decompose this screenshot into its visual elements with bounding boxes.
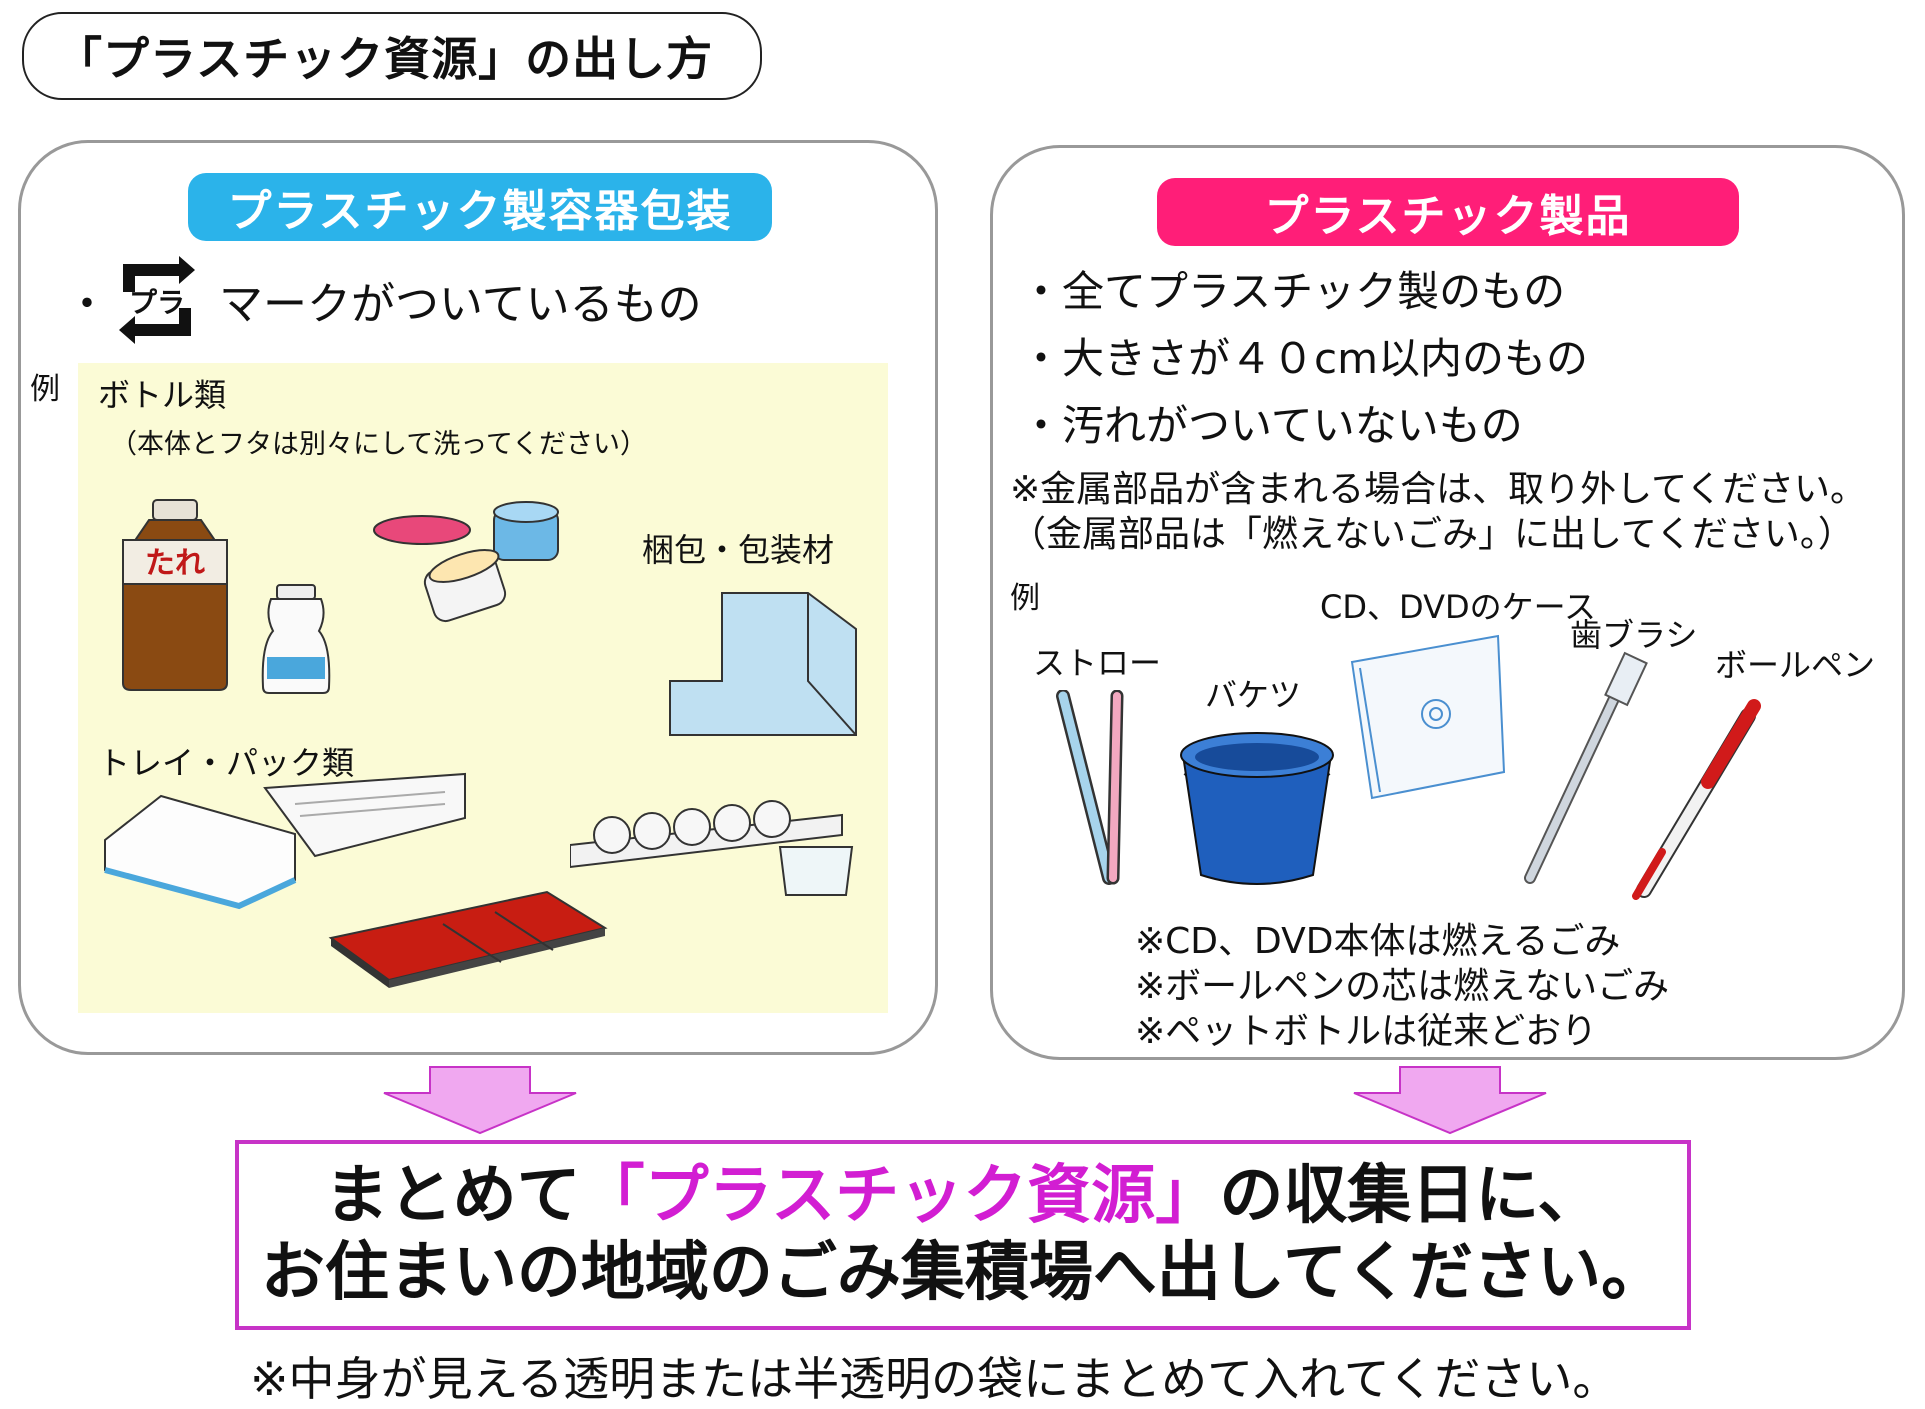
criteria-item: ・汚れがついていないもの — [1020, 401, 1523, 450]
pla-recycle-mark-icon: プラ — [119, 256, 195, 344]
pla-mark-description: マークがついているもの — [219, 279, 702, 330]
toothbrush-label: 歯ブラシ — [1570, 616, 1698, 654]
cd-dvd-disc-note: ※CD、DVD本体は燃えるごみ — [1135, 921, 1621, 962]
sauce-bottle-icon: たれ — [122, 499, 228, 691]
criteria-item: ・全てプラスチック製のもの — [1020, 267, 1566, 316]
tray-label: トレイ・パック類 — [98, 744, 355, 782]
bullet: ・ — [65, 279, 109, 330]
page-title: 「プラスチック資源」の出し方 — [22, 12, 762, 100]
bottles-label: ボトル類 — [98, 376, 227, 414]
metal-parts-note: ※金属部品が含まれる場合は、取り外してください。 — [1010, 469, 1867, 510]
bottle-label-text: たれ — [145, 546, 205, 581]
instruction-line-1: まとめて「プラスチック資源」の収集日に、 — [324, 1159, 1602, 1234]
down-arrow-icon — [383, 1066, 577, 1135]
bottle-caps-icon — [373, 501, 559, 623]
instruction-line-2: お住まいの地域のごみ集積場へ出してください。 — [260, 1236, 1666, 1310]
ballpoint-pen-icon — [1632, 699, 1761, 900]
metal-parts-note-detail: （金属部品は「燃えないごみ」に出してください。） — [1010, 514, 1854, 555]
toothbrush-icon — [1524, 651, 1648, 884]
yogurt-drink-bottle-icon — [261, 584, 331, 694]
plastic-products-panel — [990, 145, 1905, 1060]
food-trays-icon — [104, 772, 466, 910]
bucket-icon — [1180, 732, 1334, 885]
example-label-right: 例 — [1010, 581, 1040, 616]
bag-note: ※中身が見える透明または半透明の袋にまとめて入れてください。 — [250, 1352, 1619, 1406]
pen-refill-note: ※ボールペンの芯は燃えないごみ — [1135, 966, 1670, 1007]
cd-case-label: CD、DVDのケース — [1320, 588, 1596, 626]
egg-carton-and-cup-icon — [570, 800, 854, 896]
pet-bottle-note: ※ペットボトルは従来どおり — [1135, 1011, 1598, 1052]
plastic-packaging-header: プラスチック製容器包装 — [188, 173, 772, 241]
cd-case-icon — [1350, 634, 1506, 800]
example-label-left: 例 — [30, 372, 60, 407]
plastic-products-header: プラスチック製品 — [1157, 178, 1739, 246]
collection-instruction: まとめて「プラスチック資源」の収集日に、 お住まいの地域のごみ集積場へ出してくだ… — [235, 1140, 1691, 1330]
pla-mark-row: ・ プラ マークがついているもの — [65, 250, 702, 350]
packing-foam-icon — [669, 592, 857, 736]
bucket-label: バケツ — [1205, 676, 1302, 714]
pla-mark-text: プラ — [129, 286, 185, 319]
pen-label: ボールペン — [1715, 646, 1876, 684]
plastic-resource-accent: 「プラスチック資源」 — [580, 1159, 1220, 1234]
packing-label: 梱包・包装材 — [642, 531, 835, 569]
criteria-item: ・大きさが４０cm以内のもの — [1020, 334, 1589, 383]
straws-icon — [1056, 690, 1124, 885]
bento-tray-icon — [328, 890, 608, 988]
straw-label: ストロー — [1033, 644, 1162, 682]
bottles-note: （本体とフタは別々にして洗ってください） — [110, 429, 648, 460]
down-arrow-icon — [1353, 1066, 1547, 1135]
